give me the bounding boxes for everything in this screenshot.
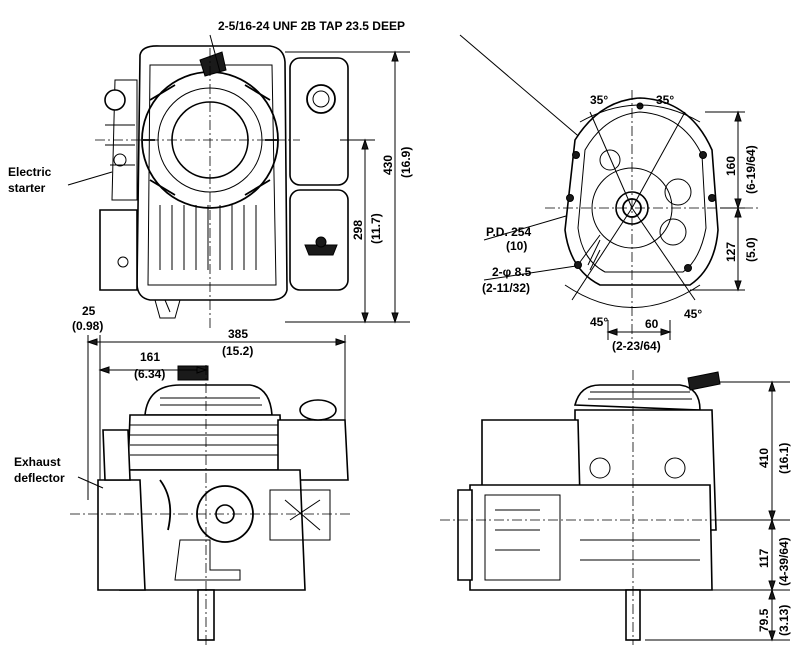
tap-leader-right bbox=[459, 34, 584, 141]
dim-60: 60 bbox=[645, 317, 659, 331]
dim-angle-35-left: 35° bbox=[590, 93, 608, 107]
exhaust-deflector-label-1: Exhaust bbox=[14, 455, 61, 469]
electric-starter-label-2: starter bbox=[8, 181, 46, 195]
dim-385: 385 bbox=[228, 327, 248, 341]
dim-160: 160 bbox=[724, 156, 738, 176]
dim-127-in: (5.0) bbox=[744, 237, 758, 262]
dim-385-in: (15.2) bbox=[222, 344, 253, 358]
dim-angle-45-right: 45° bbox=[684, 307, 702, 321]
electric-starter-leader bbox=[67, 171, 113, 186]
dim-795: 79.5 bbox=[757, 608, 771, 632]
dim-298: 298 bbox=[351, 220, 365, 240]
dim-holes: 2-φ 8.5 bbox=[492, 265, 532, 279]
tap-leader-left bbox=[209, 34, 221, 73]
side-view bbox=[440, 370, 760, 645]
dim-410: 410 bbox=[757, 448, 771, 468]
exhaust-deflector-label-2: deflector bbox=[14, 471, 65, 485]
top-view bbox=[95, 45, 349, 330]
dim-holes-in: (2-11/32) bbox=[482, 281, 530, 295]
dim-430: 430 bbox=[381, 155, 395, 175]
flange-view-dimensions: 35° 35° 160 (6-19/64) 127 (5.0) P.D. 254… bbox=[482, 93, 758, 353]
tap-callout: 2-5/16-24 UNF 2B TAP 23.5 DEEP bbox=[218, 19, 405, 33]
dim-60-in: (2-23/64) bbox=[612, 339, 661, 353]
dim-25-in: (0.98) bbox=[72, 319, 103, 333]
flange-view bbox=[545, 90, 760, 340]
dim-angle-35-right: 35° bbox=[656, 93, 674, 107]
dim-pd-in: (10) bbox=[506, 239, 527, 253]
dim-25: 25 bbox=[82, 304, 96, 318]
dim-410-in: (16.1) bbox=[777, 443, 791, 474]
dim-117: 117 bbox=[757, 548, 771, 568]
dim-angle-45-left: 45° bbox=[590, 315, 608, 329]
front-view-dimensions: 25 (0.98) 385 (15.2) 161 (6.34) bbox=[72, 304, 347, 500]
exhaust-deflector-leader bbox=[77, 476, 104, 489]
front-view bbox=[70, 365, 350, 645]
dim-160-in: (6-19/64) bbox=[744, 145, 758, 194]
dim-298-in: (11.7) bbox=[369, 213, 383, 244]
dim-161: 161 bbox=[140, 350, 160, 364]
side-view-dimensions: 410 (16.1) 117 (4-39/64) 79.5 (3.13) bbox=[645, 380, 791, 642]
dim-430-in: (16.9) bbox=[399, 147, 413, 178]
dim-117-in: (4-39/64) bbox=[777, 537, 791, 586]
dim-161-in: (6.34) bbox=[134, 367, 165, 381]
top-view-dimensions: 430 (16.9) 298 (11.7) bbox=[285, 50, 413, 324]
dim-127: 127 bbox=[724, 242, 738, 262]
dim-795-in: (3.13) bbox=[777, 605, 791, 636]
dim-pd: P.D. 254 bbox=[486, 225, 531, 239]
electric-starter-label-1: Electric bbox=[8, 165, 52, 179]
